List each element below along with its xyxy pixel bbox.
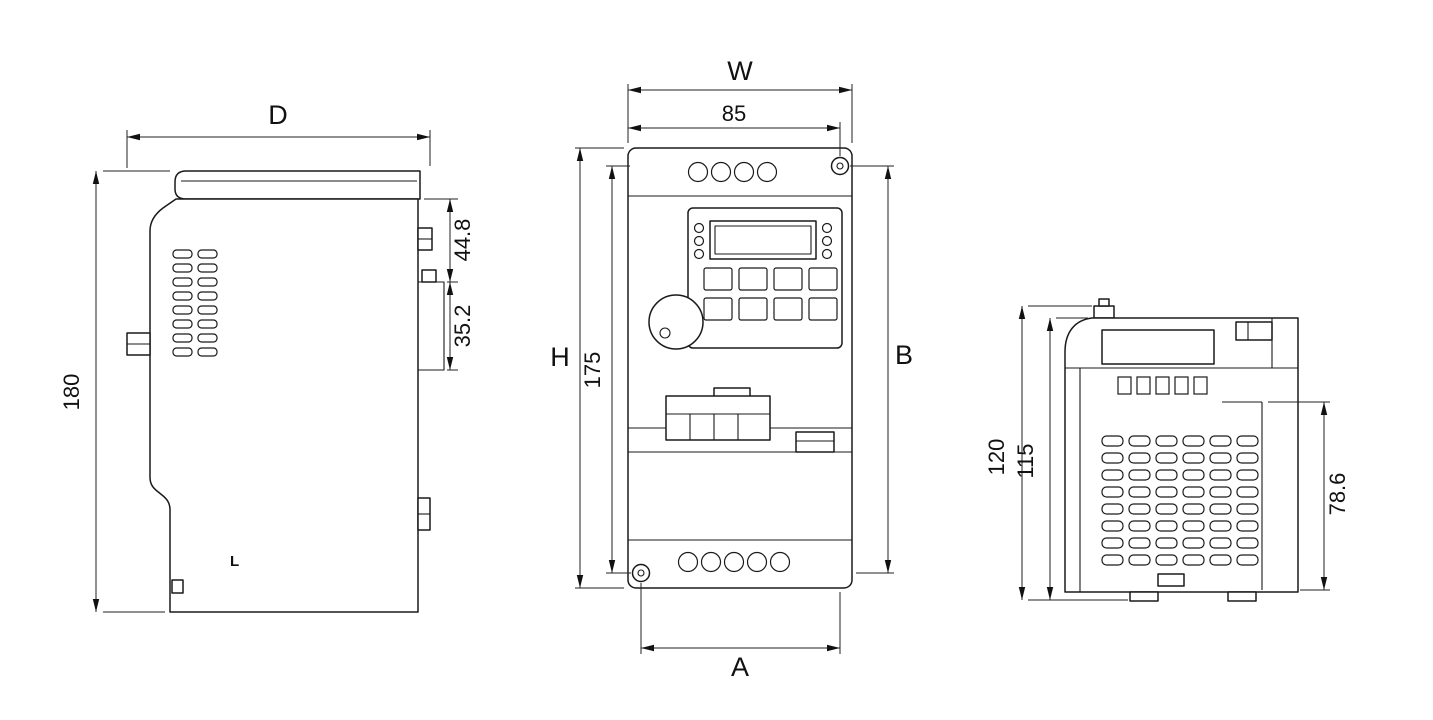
front-part [627,147,853,589]
rear-top-cover-edge [1101,329,1215,365]
rear-foot-right [1227,591,1257,602]
dim-bottom-width-label: A [731,652,749,682]
terminal-block [665,387,835,453]
rear-bottom-detail [1157,573,1185,587]
front-bottom-holes [677,551,791,573]
rear-view: 120 115 78.6 [984,298,1350,602]
side-vents [172,249,218,357]
rear-top-clip [1235,321,1273,341]
front-dimensions: W 85 H 175 B A [550,56,913,682]
dim-upper-bracket-label: 44.8 [450,219,475,262]
mold-mark: L [230,553,239,570]
keypad-keys [703,267,838,321]
dim-height-letter-label: H [550,342,570,372]
rear-part [1064,298,1299,602]
front-top-holes [687,161,778,183]
side-top-lid [174,170,421,200]
dim-body-depth-label: 115 [1013,443,1038,478]
dim-heatsink-height-label: 78.6 [1325,473,1350,516]
keypad [687,207,843,349]
keypad-leds [693,222,833,260]
dim-overall-depth-label: 120 [984,439,1009,476]
side-view: L D 180 44.8 35.2 [59,100,475,613]
side-bottom-detail [171,579,184,594]
bottom-left-screw-hole [631,563,651,583]
heatsink-fins [1101,435,1259,566]
front-view: W 85 H 175 B A [550,56,913,682]
dim-lower-bracket-label: 35.2 [450,305,475,348]
dim-right-height-label: B [895,340,913,370]
side-din-bracket [418,281,445,371]
side-body-outline [149,198,419,613]
dim-hole-width-label: 85 [722,101,746,126]
side-dimensions: D 180 44.8 35.2 [59,100,475,613]
dim-width-label: W [727,56,753,86]
keypad-display [709,220,817,260]
dim-depth-label: D [268,100,288,130]
knob [648,294,704,350]
top-right-screw-hole [830,156,850,176]
rear-top-tab [1093,305,1115,319]
side-hook [421,269,437,283]
rear-dimensions: 120 115 78.6 [984,305,1350,601]
side-part: L [126,170,445,613]
dim-hole-height-label: 175 [580,352,605,389]
rear-vent-squares [1117,376,1208,395]
dim-height-label: 180 [59,374,84,411]
rear-foot-left [1129,591,1159,602]
